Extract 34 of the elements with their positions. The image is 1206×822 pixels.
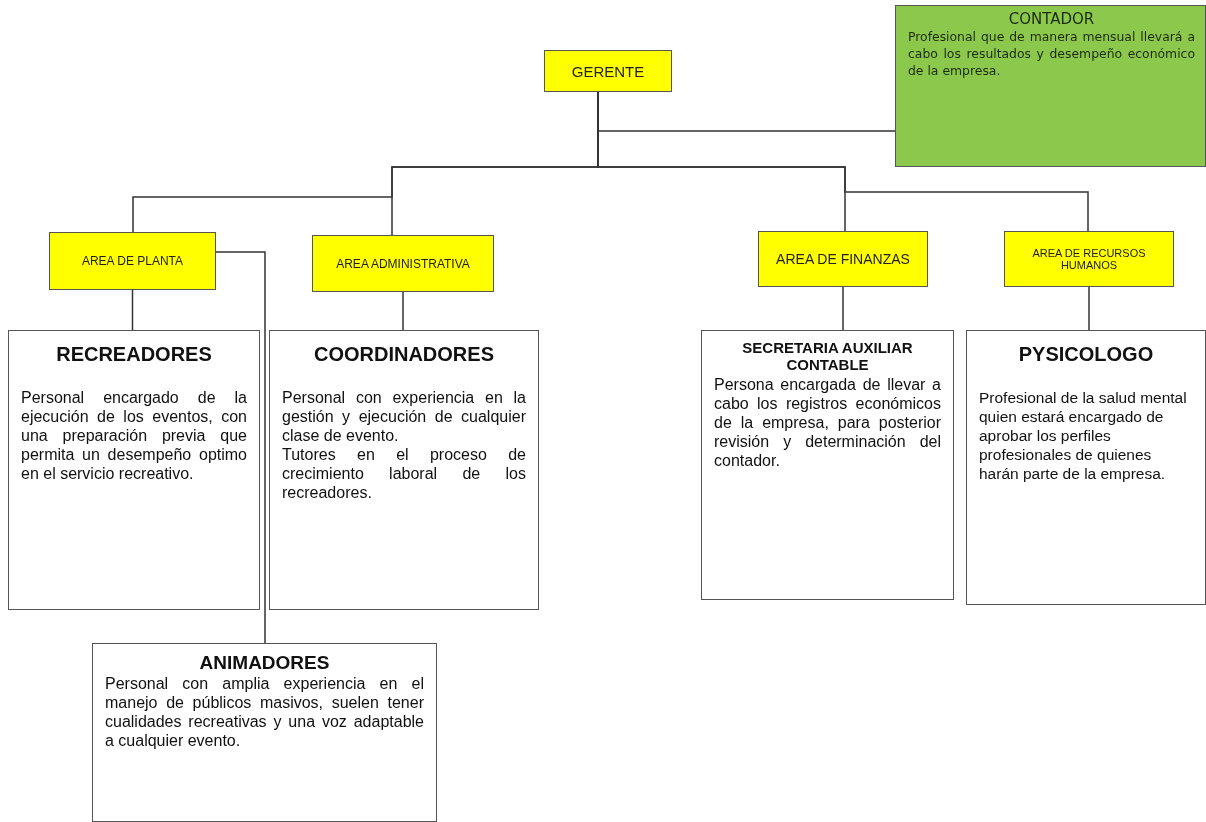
- role-title: CONTADOR: [1007, 10, 1096, 28]
- role-description: Personal encargado de la ejecución de los eventos, con una preparación previa que permita un desempeño optimo en el servicio recreativo.: [21, 388, 247, 483]
- role-title: ANIMADORES: [198, 652, 331, 674]
- role-box: [269, 330, 539, 610]
- area-title: AREA DE PLANTA: [81, 254, 184, 268]
- area-title: GERENTE: [571, 62, 645, 80]
- area-box: [49, 232, 216, 290]
- role-description: Persona encargada de llevar a cabo los registros económicos de la empresa, para posterior revisión y determinación del contador.: [714, 375, 941, 470]
- role-title: PYSICOLOGO: [1017, 343, 1155, 366]
- connector-line: [402, 291, 404, 331]
- area-title: AREA ADMINISTRATIVA: [336, 256, 470, 271]
- role-title: RECREADORES: [55, 343, 213, 366]
- area-box: [1004, 231, 1174, 287]
- connector-line: [842, 286, 844, 331]
- area-title: AREA DE RECURSOS HUMANOS: [1031, 247, 1147, 271]
- role-box: [895, 5, 1206, 167]
- area-box: [312, 235, 494, 292]
- role-box: [92, 643, 437, 822]
- connector-line: [131, 289, 134, 331]
- role-title: SECRETARIA AUXILIAR CONTABLE: [741, 339, 914, 373]
- role-description: Personal con experiencia en la gestión y ejecución de cualquier clase de evento.: [282, 388, 526, 445]
- role-description: Personal con amplia experiencia en el manejo de públicos masivos, suelen tener cualidades recreativas y una voz adaptable a cualquier evento.: [105, 674, 424, 750]
- role-box: [701, 330, 954, 600]
- role-box: [966, 330, 1206, 605]
- area-box: [544, 50, 672, 92]
- role-description: Profesional de la salud mental quien estará encargado de aprobar los perfiles profesionales de quienes harán parte de la empresa.: [979, 388, 1188, 483]
- connector-line: [1088, 286, 1090, 331]
- role-title: COORDINADORES: [313, 343, 495, 366]
- connector-line: [215, 251, 266, 644]
- area-box: [758, 231, 928, 287]
- area-title: AREA DE FINANZAS: [776, 251, 910, 267]
- role-description: Tutores en el proceso de crecimiento laboral de los recreadores.: [282, 445, 526, 502]
- role-description: Profesional que de manera mensual llevará a cabo los resultados y desempeño económico de la empresa.: [908, 28, 1195, 79]
- role-box: [8, 330, 260, 610]
